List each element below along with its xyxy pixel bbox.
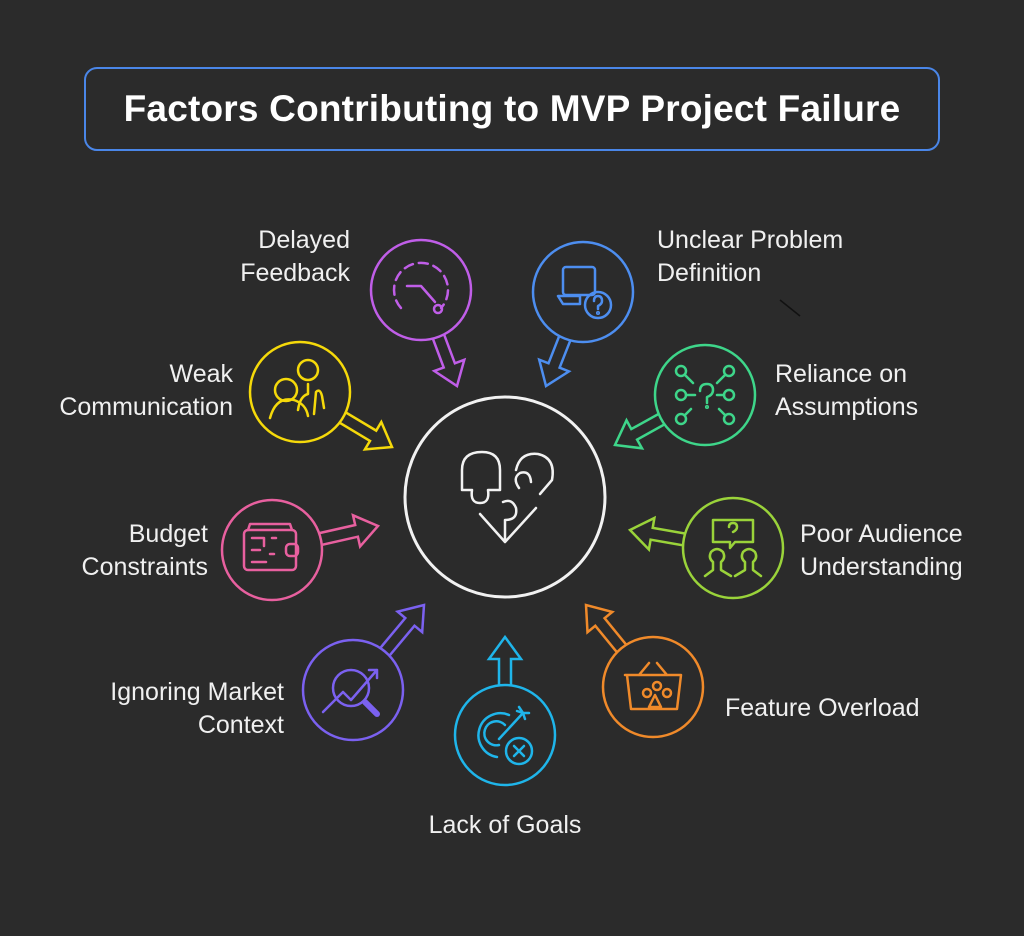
node-poor-audience-understanding	[681, 496, 785, 600]
circle-lack-of-goals	[453, 683, 557, 787]
label-lack-of-goals: Lack of Goals	[405, 809, 605, 842]
node-delayed-feedback	[369, 238, 473, 342]
label-line: Feature Overload	[725, 694, 920, 722]
node-feature-overload	[601, 635, 705, 739]
market-search-icon	[321, 668, 380, 717]
circle-weak-communication	[248, 340, 352, 444]
node-weak-communication	[248, 340, 352, 444]
node-unclear-problem-definition	[531, 240, 635, 344]
label-line: Budget	[128, 520, 208, 548]
audience-question-icon	[703, 518, 763, 578]
title-box: Factors Contributing to MVP Project Fail…	[84, 67, 940, 151]
circle-unclear-problem-definition	[531, 240, 635, 344]
label-line: Lack of Goals	[428, 811, 582, 839]
network-question-icon	[674, 364, 736, 426]
label-line: Poor Audience	[800, 520, 963, 548]
label-line: Understanding	[800, 553, 963, 581]
label-feature-overload: Feature Overload	[725, 692, 920, 725]
label-line: Weak	[169, 360, 233, 388]
people-talk-icon	[268, 358, 326, 420]
label-line: Communication	[59, 393, 233, 421]
node-ignoring-market-context	[301, 638, 405, 742]
label-line: Unclear Problem	[657, 226, 844, 254]
label-line: Assumptions	[775, 393, 919, 421]
label-line: Delayed	[258, 226, 350, 254]
circle-budget-constraints	[220, 498, 324, 602]
circle-ignoring-market-context	[301, 638, 405, 742]
label-line: Ignoring Market	[110, 678, 284, 706]
label-line: Feedback	[240, 259, 350, 287]
circle-reliance-on-assumptions	[653, 343, 757, 447]
circle-delayed-feedback	[369, 238, 473, 342]
stray-line	[779, 299, 801, 317]
center-circle	[403, 395, 607, 599]
basket-shapes-icon	[623, 661, 683, 711]
label-line: Context	[197, 711, 284, 739]
page-title: Factors Contributing to MVP Project Fail…	[123, 88, 901, 129]
target-x-icon	[477, 705, 534, 766]
timer-icon	[392, 261, 450, 315]
puzzle-heart-icon	[460, 450, 554, 544]
label-line: Reliance on	[775, 360, 908, 388]
node-lack-of-goals	[453, 683, 557, 787]
label-line: Definition	[657, 259, 762, 287]
wallet-icon	[242, 522, 300, 572]
circle-poor-audience-understanding	[681, 496, 785, 600]
node-budget-constraints	[220, 498, 324, 602]
label-reliance-on-assumptions: Reliance on Assumptions	[775, 358, 918, 424]
label-line: Constraints	[81, 553, 208, 581]
node-reliance-on-assumptions	[653, 343, 757, 447]
laptop-question-icon	[556, 265, 613, 320]
